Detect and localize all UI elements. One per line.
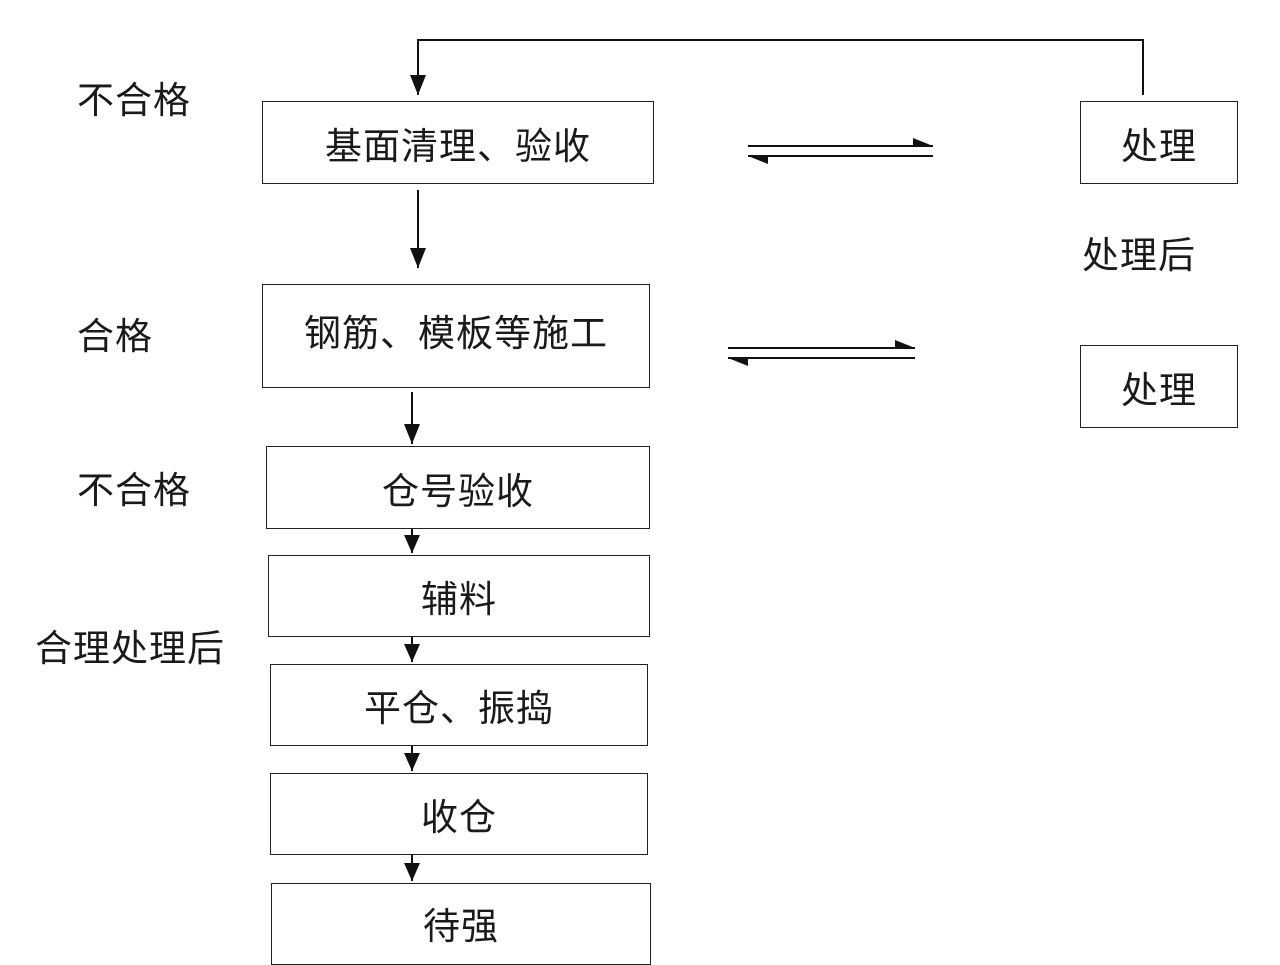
flow-step-spreading-vibrating: 平仓、振捣 (270, 664, 648, 746)
exchange-arrows-2 (728, 340, 915, 366)
label-unqualified-mid: 不合格 (77, 469, 191, 512)
exchange-arrows-1 (748, 138, 933, 164)
label-unqualified-top: 不合格 (77, 79, 191, 122)
treatment-box-2: 处理 (1080, 345, 1238, 428)
flow-step-base-cleaning: 基面清理、验收 (262, 101, 654, 184)
label-qualified: 合格 (77, 315, 153, 358)
flow-step-curing: 待强 (271, 883, 651, 965)
feedback-loop-arrowhead (410, 75, 426, 95)
flow-step-auxiliary-material: 辅料 (268, 555, 650, 637)
flow-step-bay-acceptance: 仓号验收 (266, 446, 650, 529)
label-after-treatment: 处理后 (1082, 234, 1196, 277)
flow-step-finishing: 收仓 (270, 773, 648, 855)
feedback-loop-line (417, 39, 1144, 95)
connector-lines (404, 39, 1144, 881)
flow-step-rebar-formwork: 钢筋、模板等施工 (262, 284, 650, 388)
treatment-box-1: 处理 (1080, 101, 1238, 184)
label-after-reasonable-treatment: 合理处理后 (35, 627, 225, 670)
